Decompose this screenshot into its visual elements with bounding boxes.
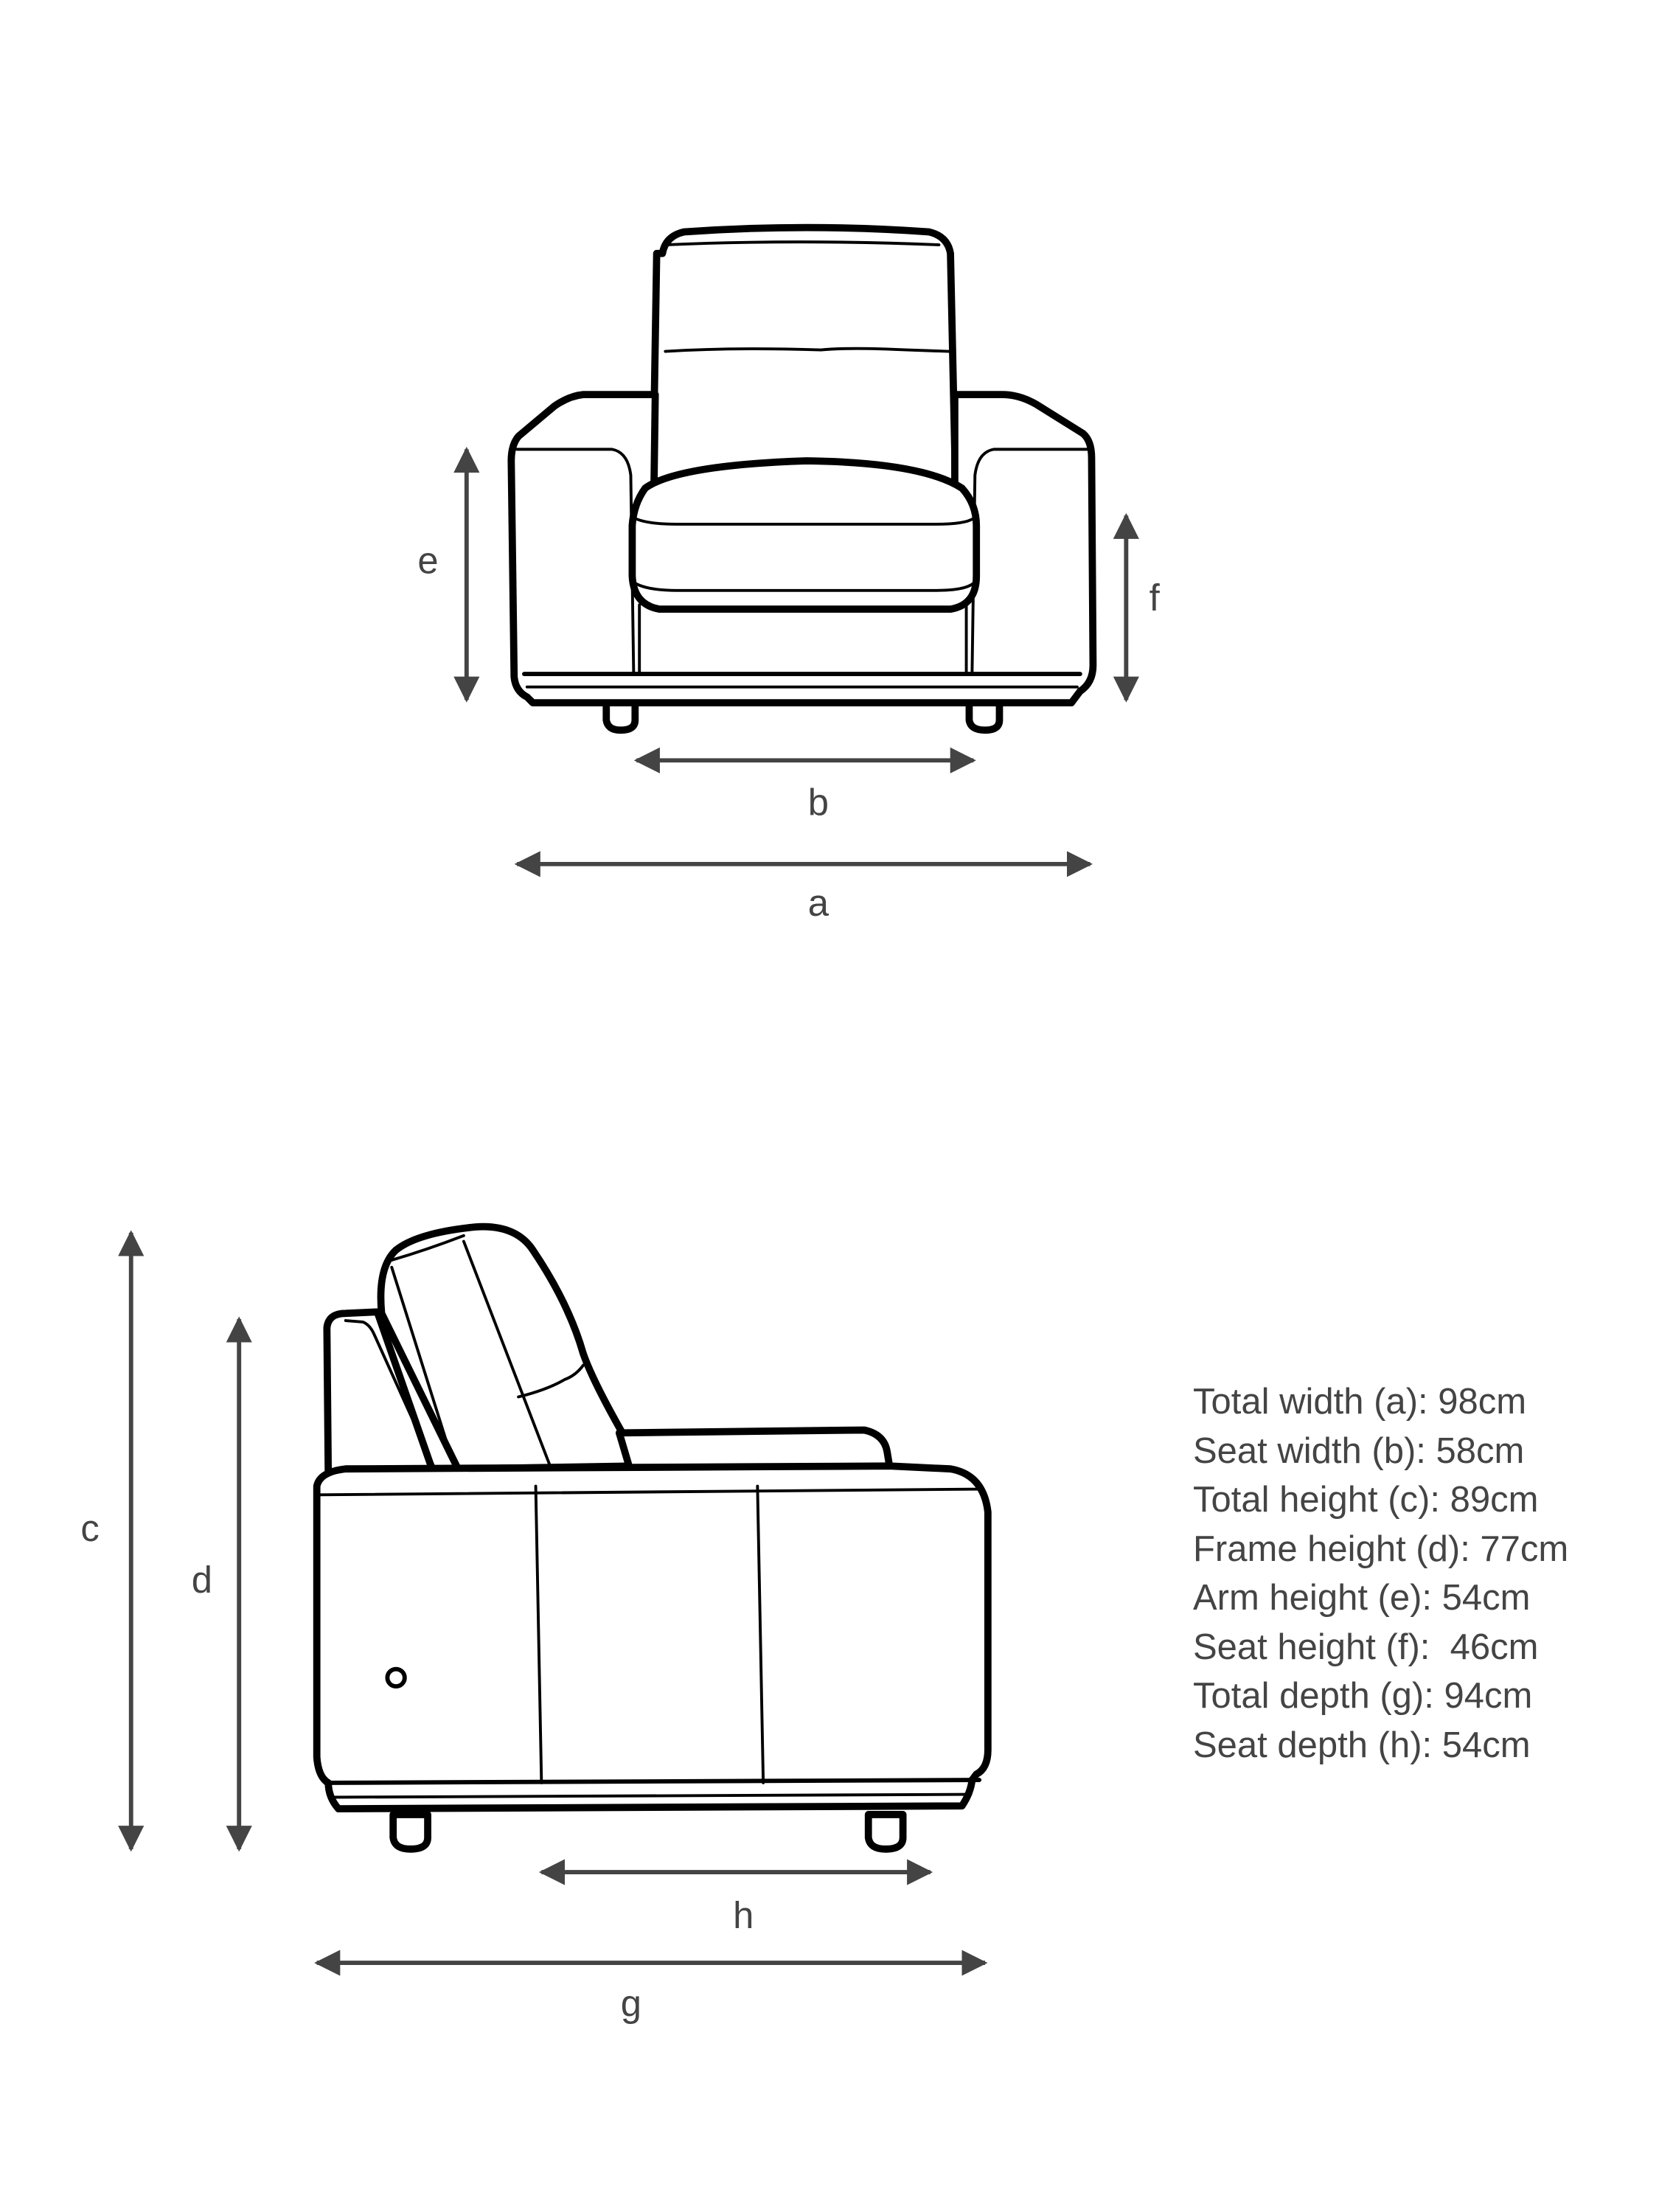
- front-right-leg: [965, 696, 1004, 734]
- spec-seat-width: Seat width (b): 58cm: [1193, 1430, 1525, 1471]
- front-dimension-e: e: [417, 446, 480, 703]
- side-dimension-c: c: [80, 1230, 145, 1852]
- dimension-label-c: c: [80, 1507, 99, 1549]
- dimension-label-g: g: [621, 1982, 641, 2024]
- spec-frame-height: Frame height (d): 77cm: [1193, 1528, 1569, 1569]
- side-dimension-g: g: [314, 1950, 988, 2024]
- side-back-leg: [389, 1811, 431, 1853]
- spec-total-depth: Total depth (g): 94cm: [1193, 1676, 1533, 1716]
- front-left-leg: [602, 696, 639, 734]
- side-body: [313, 1462, 992, 1813]
- recline-button-icon: [385, 1666, 407, 1689]
- dimension-label-f: f: [1150, 577, 1161, 619]
- dimension-label-b: b: [808, 781, 829, 823]
- spec-total-width: Total width (a): 98cm: [1193, 1382, 1527, 1422]
- side-view-armchair: [313, 1222, 992, 1853]
- side-dimension-h: h: [538, 1859, 933, 1936]
- side-back-frame: [323, 1308, 436, 1487]
- front-dimension-a: a: [514, 851, 1093, 924]
- dimension-specifications: Total width (a): 98cm Seat width (b): 58…: [1193, 1377, 1568, 1770]
- front-dimension-b: b: [633, 747, 976, 823]
- side-front-leg: [864, 1811, 907, 1853]
- front-seat-cushion: [628, 457, 981, 613]
- front-backrest: [648, 223, 960, 523]
- front-dimension-f: f: [1113, 512, 1161, 703]
- side-dimension-d: d: [192, 1316, 252, 1852]
- dimension-label-d: d: [192, 1559, 212, 1601]
- spec-seat-height: Seat height (f): 46cm: [1193, 1627, 1539, 1667]
- front-view-armchair: [507, 223, 1097, 734]
- spec-total-height: Total height (c): 89cm: [1193, 1480, 1539, 1520]
- spec-arm-height: Arm height (e): 54cm: [1193, 1578, 1531, 1618]
- dimension-label-a: a: [808, 882, 830, 924]
- side-back-cushion: [377, 1222, 638, 1473]
- dimension-label-e: e: [417, 539, 438, 581]
- dimension-label-h: h: [733, 1894, 754, 1936]
- front-body: [507, 391, 1097, 707]
- spec-seat-depth: Seat depth (h): 54cm: [1193, 1725, 1531, 1765]
